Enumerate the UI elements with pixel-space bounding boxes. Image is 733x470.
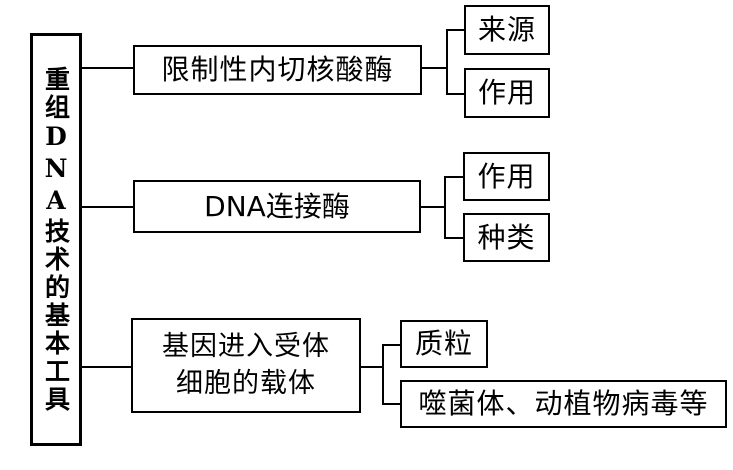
root-node-label: 重组DNA技术的基本工具: [41, 65, 71, 414]
connector-branch-1-spine: [444, 176, 446, 238]
branch-node-dna-ligase[interactable]: DNA连接酶: [133, 180, 421, 233]
connector-root-to-branch-1: [82, 206, 134, 208]
leaf-node-phage-and-viruses[interactable]: 噬菌体、动植物病毒等: [400, 380, 727, 428]
leaf-node-restriction-enzyme-function[interactable]: 作用: [464, 68, 550, 118]
connector-branch-0-to-child-0: [446, 29, 465, 31]
leaf-node-label: 作用: [477, 159, 536, 193]
branch-node-gene-vector[interactable]: 基因进入受体 细胞的载体: [131, 318, 361, 413]
leaf-node-ligase-function[interactable]: 作用: [463, 152, 550, 201]
branch-node-restriction-endonuclease[interactable]: 限制性内切核酸酶: [133, 45, 422, 95]
connector-root-to-branch-0: [82, 67, 134, 69]
connector-branch-2-stem: [361, 366, 383, 368]
root-node-recombinant-dna-tools[interactable]: 重组DNA技术的基本工具: [30, 33, 82, 446]
connector-branch-0-spine: [446, 29, 448, 95]
leaf-node-restriction-enzyme-source[interactable]: 来源: [464, 5, 550, 55]
connector-branch-1-to-child-0: [444, 176, 464, 178]
leaf-node-label: 噬菌体、动植物病毒等: [418, 387, 709, 421]
leaf-node-label: 质粒: [414, 327, 473, 361]
leaf-node-label: 作用: [477, 76, 536, 110]
leaf-node-ligase-types[interactable]: 种类: [463, 213, 550, 262]
leaf-node-plasmid[interactable]: 质粒: [400, 320, 488, 368]
branch-node-label: 限制性内切核酸酶: [161, 53, 394, 87]
leaf-node-label: 来源: [477, 13, 536, 47]
connector-branch-0-stem: [421, 67, 447, 69]
connector-branch-2-spine: [382, 344, 384, 404]
connector-branch-2-to-child-0: [382, 344, 401, 346]
connector-branch-1-to-child-1: [444, 237, 464, 239]
connector-branch-2-to-child-1: [382, 403, 401, 405]
branch-node-label: DNA连接酶: [204, 189, 350, 223]
branch-node-label: 基因进入受体 细胞的载体: [162, 331, 330, 399]
connector-branch-0-to-child-1: [446, 93, 465, 95]
leaf-node-label: 种类: [477, 220, 536, 254]
connector-root-to-branch-2: [82, 366, 132, 368]
connector-branch-1-stem: [420, 206, 445, 208]
